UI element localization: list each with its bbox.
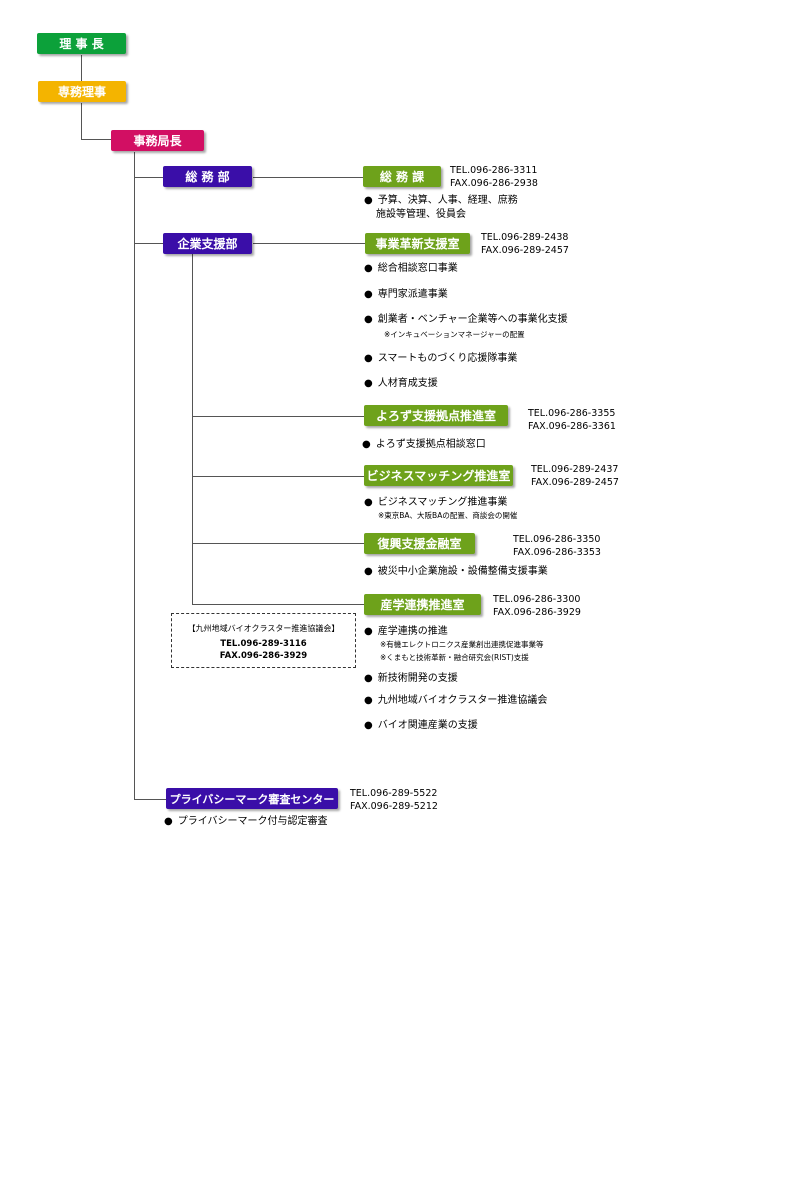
industry-academia-contact: TEL.096-286-3300 FAX.096-286-3929 bbox=[493, 593, 581, 619]
connector-line bbox=[134, 799, 167, 800]
fax-text: FAX.096-289-5212 bbox=[350, 801, 438, 812]
list-item: ●被災中小企業施設・設備整備支援事業 bbox=[364, 566, 548, 577]
note-text: ※くまもと技術革新・融合研究会(RIST)支援 bbox=[380, 653, 529, 662]
yorozu-contact: TEL.096-286-3355 FAX.096-286-3361 bbox=[528, 407, 616, 433]
bullet-icon: ● bbox=[364, 314, 373, 325]
fax-text: FAX.096-289-2457 bbox=[531, 477, 619, 488]
connector-line bbox=[81, 55, 82, 81]
list-item: ●ビジネスマッチング推進事業 bbox=[364, 497, 508, 508]
enterprise-support-dept-box: 企業支援部 bbox=[163, 233, 252, 254]
executive-director-box: 専務理事 bbox=[38, 81, 126, 102]
privacy-center-contact: TEL.096-289-5522 FAX.096-289-5212 bbox=[350, 787, 438, 813]
fax-text: FAX.096-286-3353 bbox=[513, 547, 601, 558]
list-item: ●総合相談窓口事業 bbox=[364, 263, 458, 274]
fax-text: FAX.096-286-3361 bbox=[528, 421, 616, 432]
general-affairs-section-box: 総 務 課 bbox=[363, 166, 441, 187]
privacy-center-box: プライバシーマーク審査センター bbox=[166, 788, 338, 809]
connector-line bbox=[134, 243, 164, 244]
connector-line bbox=[134, 152, 135, 799]
connector-line bbox=[192, 543, 364, 544]
list-item: ●バイオ関連産業の支援 bbox=[364, 720, 478, 731]
list-item: ●よろず支援拠点相談窓口 bbox=[362, 439, 486, 450]
note-text: ※東京BA、大阪BAの配置、商談会の開催 bbox=[378, 511, 518, 520]
tel-text: TEL.096-289-5522 bbox=[350, 788, 438, 799]
bullet-icon: ● bbox=[364, 378, 373, 389]
note-text: ※インキュベーションマネージャーの配置 bbox=[384, 330, 525, 339]
bio-cluster-box: 【九州地域バイオクラスター推進協議会】 TEL.096-289-3116 FAX… bbox=[171, 613, 356, 668]
tel-text: TEL.096-286-3350 bbox=[513, 534, 601, 545]
connector-line bbox=[134, 177, 164, 178]
bullet-icon: ● bbox=[364, 673, 373, 684]
bullet-icon: ● bbox=[364, 289, 373, 300]
list-item: ●創業者・ベンチャー企業等への事業化支援 bbox=[364, 314, 568, 325]
tel-text: TEL.096-289-2437 bbox=[531, 464, 619, 475]
bullet-icon: ● bbox=[364, 626, 373, 637]
bullet-icon: ● bbox=[364, 497, 373, 508]
list-item: ●九州地域バイオクラスター推進協議会 bbox=[364, 695, 548, 706]
fax-text: FAX.096-286-3929 bbox=[219, 651, 308, 661]
bullet-icon: ● bbox=[164, 816, 173, 827]
fax-text: FAX.096-286-3929 bbox=[493, 607, 581, 618]
business-innovation-contact: TEL.096-289-2438 FAX.096-289-2457 bbox=[481, 231, 569, 257]
bio-cluster-title: 【九州地域バイオクラスター推進協議会】 bbox=[187, 624, 340, 633]
connector-line bbox=[81, 139, 113, 140]
bullet-icon: ● bbox=[364, 720, 373, 731]
list-item: ●プライバシーマーク付与認定審査 bbox=[164, 816, 328, 827]
bullet-icon: ● bbox=[364, 566, 373, 577]
connector-line bbox=[192, 254, 193, 604]
business-innovation-box: 事業革新支援室 bbox=[365, 233, 470, 254]
bullet-icon: ● bbox=[362, 439, 371, 450]
list-item: ●スマートものづくり応援隊事業 bbox=[364, 353, 518, 364]
chairman-box: 理 事 長 bbox=[37, 33, 126, 54]
connector-line bbox=[192, 604, 364, 605]
bullet-icon: ● bbox=[364, 263, 373, 274]
general-affairs-dept-box: 総 務 部 bbox=[163, 166, 252, 187]
reconstruction-box: 復興支援金融室 bbox=[364, 533, 475, 554]
tel-text: TEL.096-289-2438 bbox=[481, 232, 569, 243]
reconstruction-contact: TEL.096-286-3350 FAX.096-286-3353 bbox=[513, 533, 601, 559]
bullet-icon: ● bbox=[364, 353, 373, 364]
list-item: ●専門家派遣事業 bbox=[364, 289, 448, 300]
fax-text: FAX.096-286-2938 bbox=[450, 178, 538, 189]
fax-text: FAX.096-289-2457 bbox=[481, 245, 569, 256]
tel-text: TEL.096-289-3116 bbox=[220, 639, 307, 649]
list-item: ●産学連携の推進 bbox=[364, 626, 448, 637]
tel-text: TEL.096-286-3311 bbox=[450, 165, 538, 176]
industry-academia-box: 産学連携推進室 bbox=[364, 594, 481, 615]
general-affairs-contact: TEL.096-286-3311 FAX.096-286-2938 bbox=[450, 164, 538, 190]
business-matching-contact: TEL.096-289-2437 FAX.096-289-2457 bbox=[531, 463, 619, 489]
list-item: ●予算、決算、人事、経理、庶務 bbox=[364, 195, 518, 206]
business-matching-box: ビジネスマッチング推進室 bbox=[364, 465, 513, 486]
connector-line bbox=[81, 103, 82, 139]
connector-line bbox=[192, 416, 364, 417]
connector-line bbox=[253, 243, 365, 244]
note-text: ※有機エレクトロニクス産業創出連携促進事業等 bbox=[380, 640, 544, 649]
list-item: ●人材育成支援 bbox=[364, 378, 438, 389]
bullet-icon: ● bbox=[364, 695, 373, 706]
connector-line bbox=[253, 177, 363, 178]
bullet-icon: ● bbox=[364, 195, 373, 206]
list-item: 施設等管理、役員会 bbox=[376, 209, 466, 220]
list-item: ●新技術開発の支援 bbox=[364, 673, 458, 684]
connector-line bbox=[192, 476, 364, 477]
yorozu-box: よろず支援拠点推進室 bbox=[364, 405, 508, 426]
secretary-general-box: 事務局長 bbox=[111, 130, 204, 151]
tel-text: TEL.096-286-3355 bbox=[528, 408, 616, 419]
tel-text: TEL.096-286-3300 bbox=[493, 594, 581, 605]
